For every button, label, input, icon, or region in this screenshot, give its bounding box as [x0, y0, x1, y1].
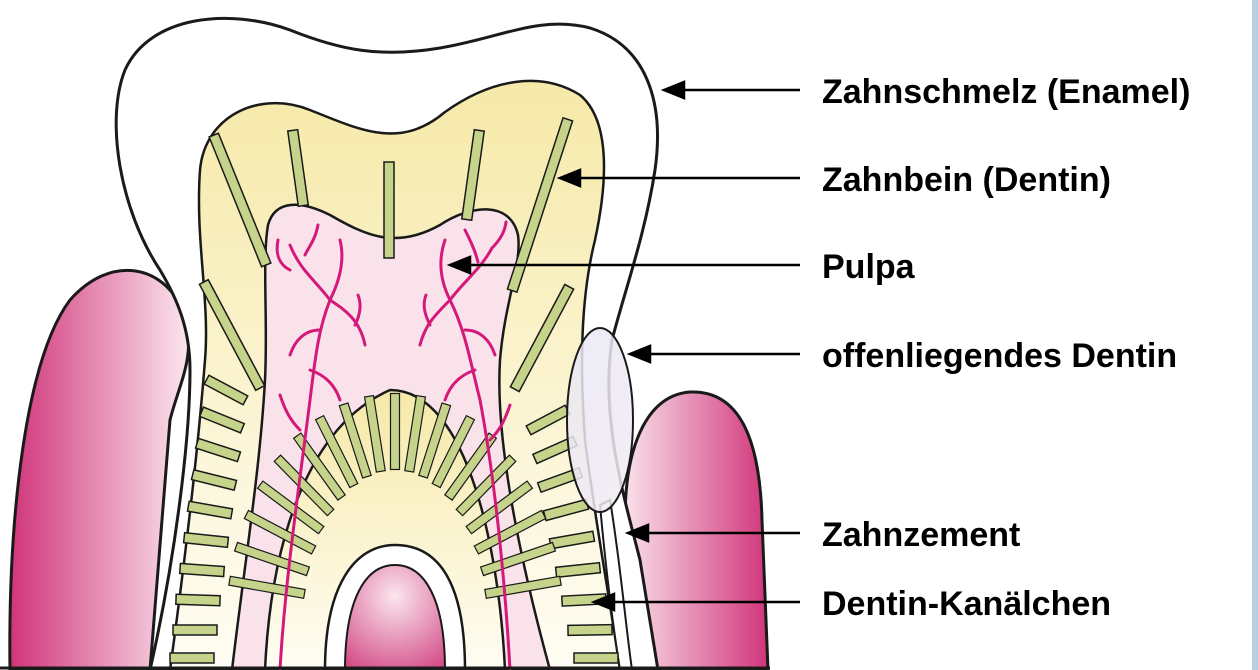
label-pulp: Pulpa	[822, 248, 916, 286]
label-enamel: Zahnschmelz (Enamel)	[822, 73, 1190, 111]
arrowhead-exposed-dentin	[630, 346, 650, 362]
label-exposed-dentin: offenliegendes Dentin	[822, 337, 1177, 375]
right-edge-strip	[1252, 0, 1258, 670]
radial-tubule	[391, 394, 400, 470]
arrowhead-enamel	[664, 82, 684, 98]
exposed-dentin-area	[567, 328, 633, 512]
label-dentin: Zahnbein (Dentin)	[822, 161, 1111, 199]
label-tubules: Dentin-Kanälchen	[822, 585, 1111, 623]
label-cementum: Zahnzement	[822, 516, 1020, 554]
